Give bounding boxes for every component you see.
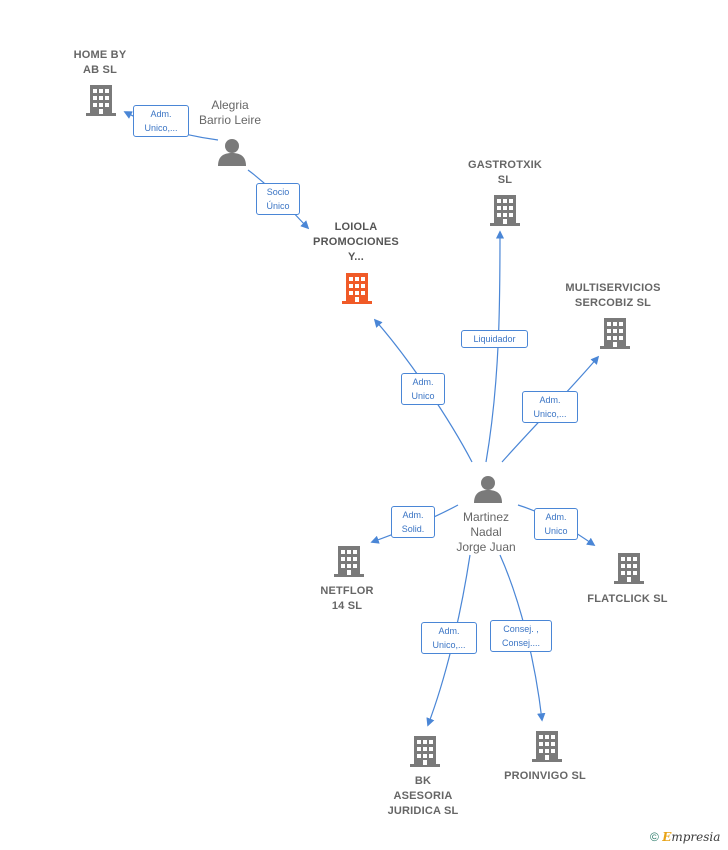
copyright-icon: © [650,830,659,844]
multiservicios-building-icon [600,318,630,349]
edge-label-alegria-home[interactable]: Adm. Unico,... [133,105,189,137]
alegria-person-icon [218,139,246,166]
flatclick-building-icon [614,553,644,584]
gastrotxik-building-icon [490,195,520,226]
home-by-ab-building-icon [86,85,116,116]
node-flatclick[interactable]: FLATCLICK SL [587,593,668,605]
node-multiservicios[interactable]: MULTISERVICIOS SERCOBIZ SL [565,282,661,309]
edge-label-martinez-loiola[interactable]: Adm. Unico [401,373,445,405]
node-home-by-ab[interactable]: HOME BY AB SL [73,49,127,76]
node-proinvigo[interactable]: PROINVIGO SL [504,770,586,782]
node-martinez[interactable]: Martinez Nadal Jorge Juan [456,510,516,554]
bk-building-icon [410,736,440,767]
brand-logo: Empresia [662,830,721,844]
edge-label-martinez-gastrotxik[interactable]: Liquidador [461,330,528,348]
node-alegria[interactable]: Alegria Barrio Leire [198,98,262,127]
node-netflor[interactable]: NETFLOR 14 SL [320,585,374,612]
proinvigo-building-icon [532,731,562,762]
edge-label-martinez-netflor[interactable]: Adm. Solid. [391,506,435,538]
edge-label-alegria-loiola[interactable]: Socio Único [256,183,300,215]
loiola-building-icon [342,273,372,304]
edge-label-martinez-flatclick[interactable]: Adm. Unico [534,508,578,540]
edge-label-martinez-multiservicios[interactable]: Adm. Unico,... [522,391,578,423]
netflor-building-icon [334,546,364,577]
node-bk[interactable]: BK ASESORIA JURIDICA SL [387,775,459,817]
node-loiola[interactable]: LOIOLA PROMOCIONES Y... [313,221,399,263]
edge-label-martinez-bk[interactable]: Adm. Unico,... [421,622,477,654]
footer-brand: © Empresia [650,830,720,844]
node-gastrotxik[interactable]: GASTROTXIK SL [467,159,543,186]
martinez-person-icon [474,476,502,503]
edge-label-martinez-proinvigo[interactable]: Consej. , Consej.... [490,620,552,652]
